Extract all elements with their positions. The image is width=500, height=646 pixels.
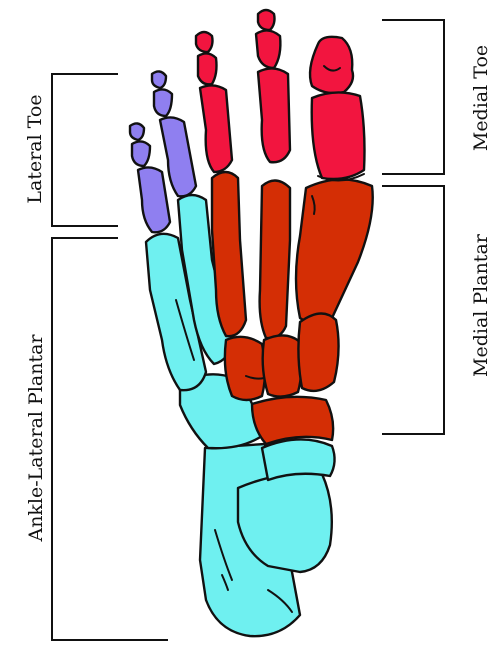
medial-cuneiform-bone — [298, 313, 338, 390]
medial-midfoot-block-bone — [252, 397, 333, 444]
second-metatarsal-bone — [260, 180, 290, 338]
lateral-toe-bracket — [52, 74, 118, 226]
second-toe-distal-phalanx — [258, 10, 275, 30]
medial-plantar-bracket — [382, 186, 444, 434]
fourth-toe-middle-phalanx — [154, 89, 172, 116]
third-toe-proximal-phalanx — [200, 85, 232, 172]
lateral-cuneiform-bone — [225, 337, 265, 400]
lateral-toe-label: Lateral Toe — [24, 94, 48, 204]
big-toe-distal-phalanx — [310, 37, 353, 93]
medial-toe-label: Medial Toe — [470, 43, 494, 153]
first-metatarsal-bone — [296, 179, 373, 324]
big-toe-proximal-phalanx — [312, 92, 365, 179]
ankle-lateral-plantar-label: Ankle-Lateral Plantar — [25, 328, 49, 548]
medial-toe-bracket — [382, 20, 444, 174]
fifth-toe-middle-phalanx — [132, 141, 150, 166]
ankle-lateral-plantar-bracket — [52, 238, 168, 640]
medial-plantar-label: Medial Plantar — [470, 247, 494, 377]
fourth-toe-distal-phalanx — [152, 71, 166, 88]
third-metatarsal-bone — [212, 172, 246, 336]
fifth-toe-proximal-phalanx — [138, 167, 170, 232]
fifth-toe-distal-phalanx — [130, 123, 144, 140]
third-toe-middle-phalanx — [198, 53, 217, 84]
second-toe-middle-phalanx — [256, 30, 280, 68]
fourth-toe-proximal-phalanx — [160, 117, 196, 196]
navicular-bone — [262, 439, 335, 480]
medial-toe-bones — [196, 10, 365, 181]
second-toe-proximal-phalanx — [258, 68, 290, 162]
intermediate-cuneiform-bone — [263, 335, 302, 396]
third-toe-distal-phalanx — [196, 32, 213, 52]
